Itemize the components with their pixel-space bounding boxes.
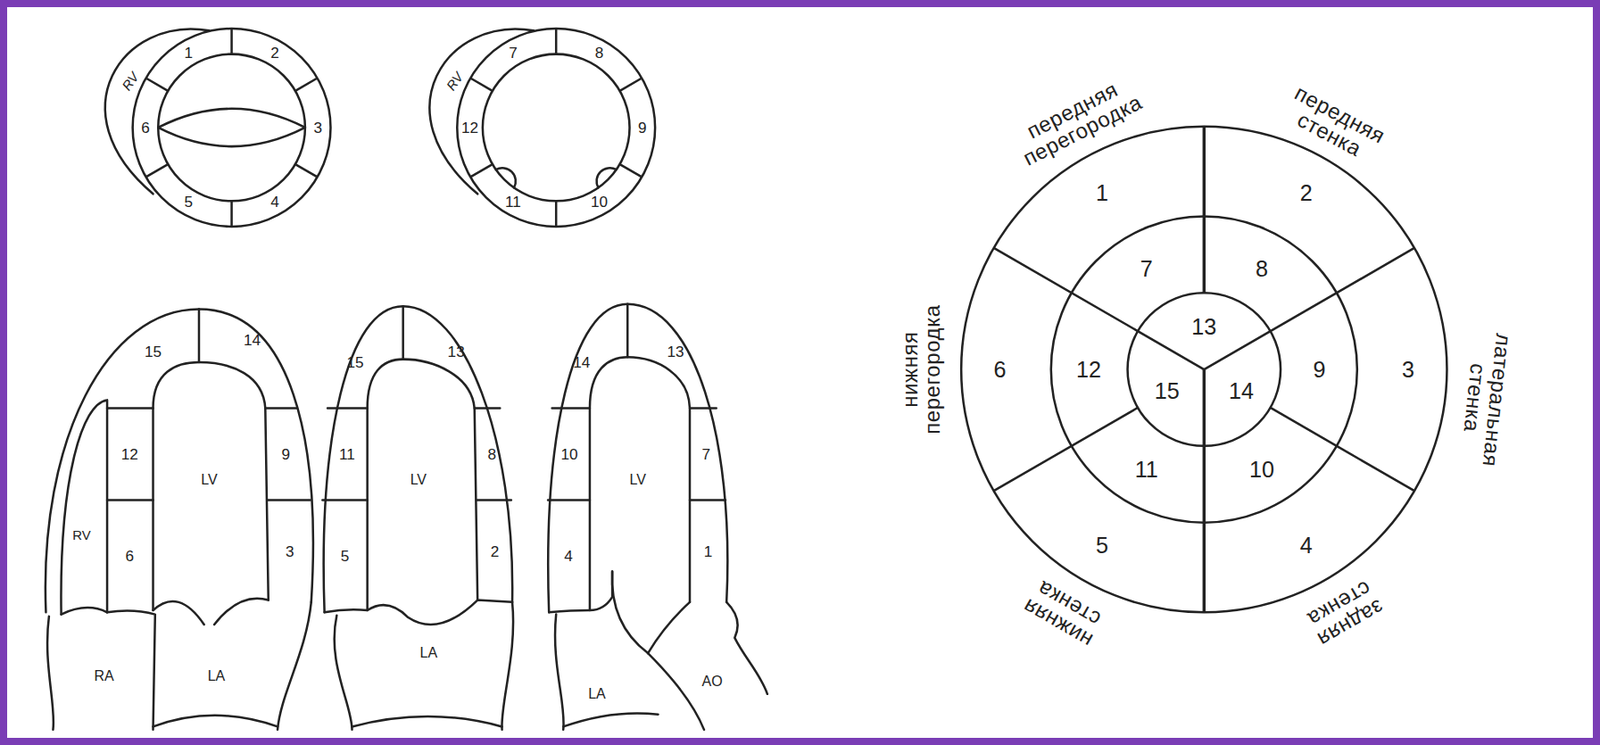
chamber-label: LA (207, 668, 226, 684)
chamber-label: RA (94, 668, 115, 684)
segment-border (994, 248, 1205, 370)
wall-label: передняя стенка (1280, 81, 1389, 167)
wall-label: латеральная стенка (1455, 330, 1515, 469)
callout-number: 6 (140, 119, 150, 136)
segment-border (994, 407, 1138, 491)
apical-two-chamber (322, 306, 514, 730)
callout-number: 13 (447, 344, 465, 361)
callout-number: 14 (1228, 379, 1254, 403)
callout-number: 6 (124, 547, 134, 564)
segment-border (146, 164, 169, 177)
callout-number: 7 (1140, 257, 1153, 282)
apical-long-axis (547, 304, 768, 730)
callout-number: 12 (121, 446, 139, 463)
bulls-eye (961, 126, 1447, 613)
callout-number: 3 (1401, 357, 1415, 382)
wall-label: передняя перегородка (1009, 70, 1146, 170)
callout-number: 3 (285, 543, 295, 560)
segment-border (295, 164, 318, 177)
callout-number: 10 (561, 446, 579, 463)
segment-border (620, 164, 643, 177)
callout-number: 11 (339, 446, 356, 463)
callout-number: 15 (144, 344, 162, 361)
callout-number: 12 (461, 119, 479, 136)
segment-border (470, 164, 493, 177)
callout-number: 15 (1154, 379, 1180, 403)
callout-number: 14 (243, 331, 261, 349)
segment-border (1203, 248, 1415, 370)
callout-number: 9 (638, 119, 647, 136)
chamber-label: RV (119, 70, 141, 94)
callout-number: 2 (1300, 181, 1313, 205)
callout-number: 5 (1095, 534, 1109, 558)
wall-label: нижняя перегородка (898, 304, 944, 435)
callout-number: 8 (487, 446, 497, 463)
segment-border (555, 200, 558, 227)
callout-number: 1 (704, 543, 713, 560)
segment-border (620, 78, 643, 92)
callout-number: 7 (702, 446, 712, 463)
callout-number: 3 (313, 119, 323, 136)
callout-number: 13 (666, 344, 684, 361)
chamber-label: AO (702, 674, 723, 690)
callout-number: 10 (590, 194, 608, 211)
callout-number: 14 (572, 354, 590, 371)
segment-border (230, 28, 233, 55)
chamber-label: LA (588, 686, 606, 702)
callout-number: 9 (281, 446, 291, 463)
segment-border (146, 78, 169, 92)
segment-border (1202, 369, 1206, 613)
callout-number: 5 (340, 547, 350, 564)
segment-border (555, 28, 558, 55)
chamber-label: LV (629, 472, 646, 488)
callout-number: 1 (184, 44, 194, 61)
callout-number: 13 (1191, 315, 1217, 339)
frame (3, 3, 1597, 742)
callout-number: 4 (563, 547, 573, 564)
segment-border (1202, 126, 1206, 293)
segment-border (1270, 407, 1415, 491)
short-axis-basal (105, 28, 332, 227)
chamber-label: LA (419, 646, 438, 662)
callout-number: 6 (994, 357, 1007, 382)
chamber-label: RV (444, 70, 466, 94)
callout-number: 9 (1313, 357, 1327, 382)
callout-number: 15 (346, 354, 364, 371)
wall-label: задняя стенка (1301, 575, 1387, 651)
segment-border (230, 200, 233, 227)
callout-number: 2 (270, 44, 280, 61)
callout-number: 8 (595, 44, 605, 61)
callout-number: 12 (1076, 357, 1102, 382)
callout-number: 5 (184, 194, 194, 211)
callout-number: 4 (270, 194, 280, 211)
short-axis-papillary (429, 28, 655, 227)
callout-number: 1 (1095, 181, 1109, 205)
apical-four-chamber (45, 309, 314, 730)
chamber-label: RV (72, 529, 91, 544)
segment-border (470, 78, 493, 92)
callout-number: 8 (1255, 257, 1269, 282)
callout-number: 2 (490, 543, 500, 560)
callout-number: 11 (1135, 457, 1159, 481)
segment-borders (146, 28, 1415, 613)
chamber-label: LV (410, 472, 427, 488)
segment-border (295, 78, 318, 92)
callout-number: 7 (508, 44, 518, 61)
callout-number: 4 (1300, 534, 1313, 558)
callout-number: 11 (505, 194, 522, 211)
callout-number: 10 (1249, 457, 1275, 481)
chamber-label: LV (200, 472, 217, 488)
